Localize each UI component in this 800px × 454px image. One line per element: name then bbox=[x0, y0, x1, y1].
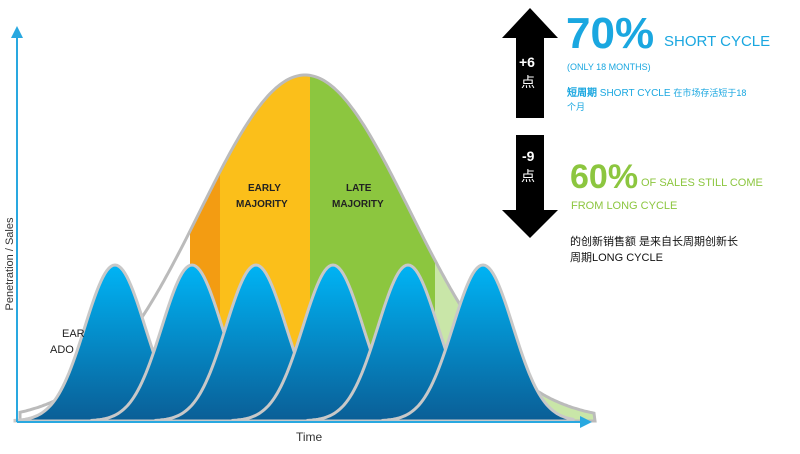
up-arrow-text-2: 点 bbox=[521, 74, 535, 90]
up-arrow-text-1: +6 bbox=[519, 54, 535, 70]
late-majority-label-2: MAJORITY bbox=[332, 199, 384, 210]
long-cycle-cn-desc: 的创新销售额 是来自长周期创新长 bbox=[570, 236, 739, 248]
short-cycle-bump-6 bbox=[381, 263, 575, 423]
y-axis-arrow-icon bbox=[11, 26, 23, 38]
early-majority-label-2: MAJORITY bbox=[236, 199, 288, 210]
short-cycle-cn-desc: 在市场存活短于18 bbox=[673, 88, 747, 98]
long-cycle-title-2: FROM LONG CYCLE bbox=[571, 200, 678, 212]
short-cycle-en-label: SHORT CYCLE bbox=[599, 88, 671, 99]
short-cycle-desc: 短周期 SHORT CYCLE 在市场存活短于18 bbox=[567, 84, 746, 99]
short-cycle-bumps bbox=[13, 263, 575, 423]
short-cycle-cn-label: 短周期 bbox=[567, 88, 597, 99]
early-majority-label-1: EARLY bbox=[248, 183, 281, 194]
long-cycle-cn-desc-2: 周期LONG CYCLE bbox=[570, 252, 663, 264]
y-axis-label: Penetration / Sales bbox=[4, 217, 16, 311]
down-arrow-icon bbox=[502, 135, 558, 238]
early-adopters-label-2: ADO bbox=[50, 344, 74, 356]
down-arrow-text-1: -9 bbox=[522, 148, 535, 164]
x-axis-arrow-icon bbox=[580, 416, 592, 428]
up-arrow-icon bbox=[502, 8, 558, 118]
down-arrow-text-2: 点 bbox=[521, 168, 535, 184]
short-cycle-cn-desc-2: 个月 bbox=[567, 102, 586, 112]
short-cycle-percent: 70% bbox=[566, 9, 655, 58]
early-adopters-label-1: EAR bbox=[62, 328, 85, 340]
long-cycle-percent: 60% bbox=[570, 158, 639, 196]
short-cycle-title: SHORT CYCLE bbox=[664, 33, 771, 50]
short-cycle-note: (ONLY 18 MONTHS) bbox=[567, 62, 651, 72]
x-axis-label: Time bbox=[296, 430, 323, 444]
long-cycle-title: OF SALES STILL COME bbox=[641, 177, 763, 189]
late-majority-label-1: LATE bbox=[346, 183, 372, 194]
